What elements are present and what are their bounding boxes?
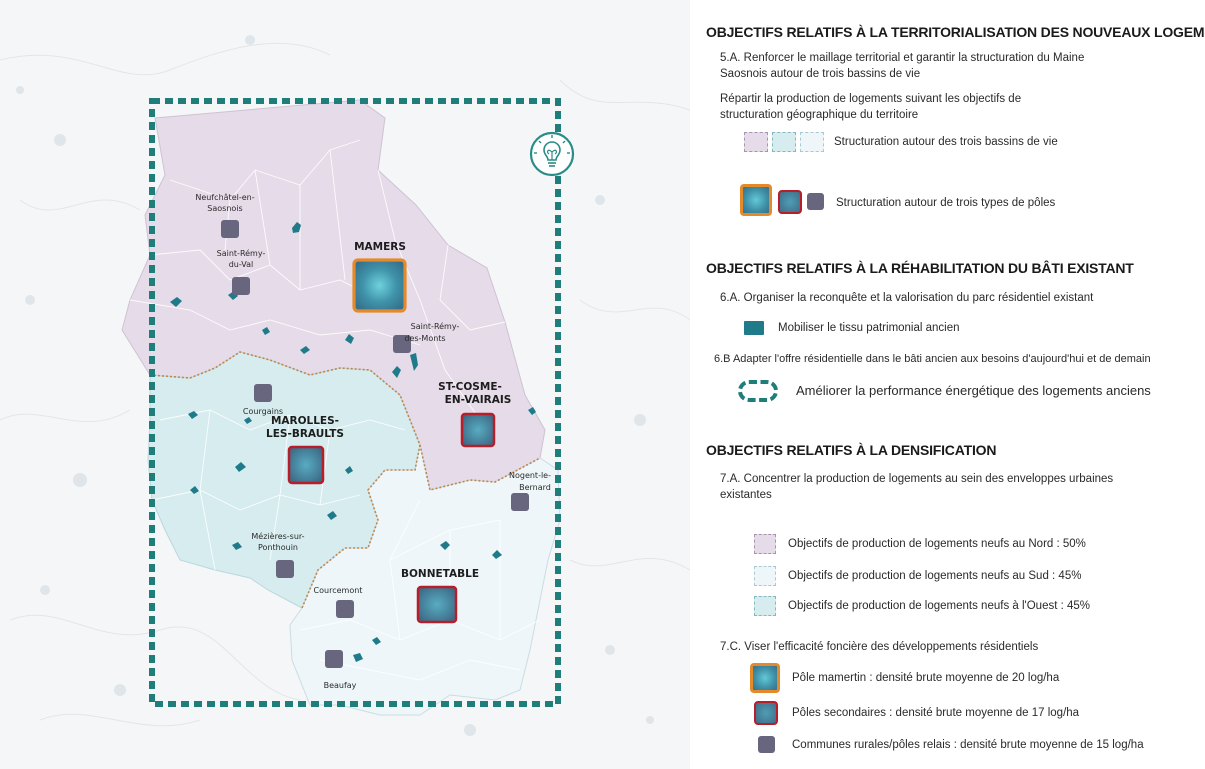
swatch-bassin-sud <box>800 132 824 152</box>
label-courcemont: Courcemont <box>314 586 363 595</box>
label-stremy-val-2: du-Val <box>229 260 254 269</box>
basin-border-sud <box>301 444 421 609</box>
swatch-energy-frame <box>738 380 778 402</box>
swatch-objectif-ouest <box>754 596 776 616</box>
swatch-pole-small <box>807 193 824 210</box>
territory-map: MAMERS ST-COSME- EN-VAIRAIS MAROLLES- LE… <box>0 35 690 736</box>
label-bonnetable: BONNETABLE <box>401 568 479 580</box>
section5-objective-line1: 5.A. Renforcer le maillage territorial e… <box>720 52 1085 64</box>
label-courgains: Courgains <box>243 407 283 416</box>
label-marolles-2: LES-BRAULTS <box>266 428 344 440</box>
pole-marolles-marker <box>287 445 325 485</box>
section5-text-line2: structuration géographique du territoire <box>720 109 919 121</box>
legend-panel: OBJECTIFS RELATIFS À LA TERRITORIALISATI… <box>706 20 1205 765</box>
legend-item-secondaires: Pôles secondaires : densité brute moyenn… <box>792 707 1080 719</box>
urban-fabric <box>170 222 536 662</box>
swatch-bassin-nord <box>744 132 768 152</box>
label-stremy-monts-1: Saint-Rémy- <box>411 321 460 331</box>
pole-bonnetable-marker <box>416 585 458 624</box>
section5-title: OBJECTIFS RELATIFS À LA TERRITORIALISATI… <box>706 24 1205 40</box>
swatch-pole-medium <box>778 190 802 214</box>
swatch-bassin-ouest <box>772 132 796 152</box>
label-mezieres-2: Ponthouin <box>258 543 298 552</box>
label-mamers: MAMERS <box>354 241 406 253</box>
section7-objective-a-line2: existantes <box>720 489 772 501</box>
label-neufchatel-2: Saosnois <box>207 204 242 213</box>
section6-objective-b: 6.B Adapter l'offre résidentielle dans l… <box>714 353 1151 365</box>
section5-objective-line2: Saosnois autour de trois bassins de vie <box>720 68 921 80</box>
legend-item-sud: Objectifs de production de logements neu… <box>788 570 1082 582</box>
label-stcosme-2: EN-VAIRAIS <box>445 394 512 406</box>
section7-objective-c: 7.C. Viser l'efficacité foncière des dév… <box>720 641 1039 653</box>
legend-item-patrimonial: Mobiliser le tissu patrimonial ancien <box>778 322 960 334</box>
label-stcosme-1: ST-COSME- <box>438 381 502 393</box>
legend-item-energie: Améliorer la performance énergétique des… <box>796 383 1151 398</box>
swatch-poles-secondaires <box>754 701 778 725</box>
legend-item-poles: Structuration autour de trois types de p… <box>836 197 1056 209</box>
legend-item-mamertin: Pôle mamertin : densité brute moyenne de… <box>792 672 1060 684</box>
label-stremy-monts-2: des-Monts <box>404 334 445 343</box>
label-beaufay: Beaufay <box>324 681 357 690</box>
outside-commune-lines <box>0 42 690 727</box>
label-marolles-1: MAROLLES- <box>271 415 339 427</box>
legend-item-ouest: Objectifs de production de logements neu… <box>788 600 1091 612</box>
communes-relais-markers <box>221 220 529 668</box>
label-mezieres-1: Mézières-sur- <box>251 531 304 541</box>
basin-border-nord <box>149 351 541 491</box>
legend-item-rurales: Communes rurales/pôles relais : densité … <box>792 739 1144 751</box>
legend-item-bassins: Structuration autour des trois bassins d… <box>834 136 1058 148</box>
pole-mamers-marker <box>352 258 407 313</box>
swatch-communes-rurales <box>758 736 775 753</box>
section7-title: OBJECTIFS RELATIFS À LA DENSIFICATION <box>706 442 997 458</box>
swatch-objectif-sud <box>754 566 776 586</box>
label-nogent-2: Bernard <box>519 483 551 492</box>
swatch-objectif-nord <box>754 534 776 554</box>
swatch-pole-mamertin <box>750 663 780 693</box>
section6-title: OBJECTIFS RELATIFS À LA RÉHABILITATION D… <box>706 260 1134 276</box>
label-neufchatel-1: Neufchâtel-en- <box>195 193 254 202</box>
energy-performance-frame <box>149 98 561 707</box>
section5-text-line1: Répartir la production de logements suiv… <box>720 93 1022 105</box>
label-nogent-1: Nogent-le- <box>509 471 551 480</box>
label-stremy-val-1: Saint-Rémy- <box>217 248 266 258</box>
map-labels: MAMERS ST-COSME- EN-VAIRAIS MAROLLES- LE… <box>195 193 551 690</box>
section7-objective-a-line1: 7.A. Concentrer la production de logemen… <box>720 473 1114 485</box>
outside-urban-spots <box>16 35 654 736</box>
swatch-patrimonial <box>744 321 764 335</box>
legend-item-nord: Objectifs de production de logements neu… <box>788 538 1086 550</box>
lightbulb-icon <box>529 131 575 177</box>
section6-objective-a: 6.A. Organiser la reconquête et la valor… <box>720 292 1094 304</box>
swatch-pole-big <box>740 184 772 216</box>
pole-stcosme-marker <box>460 412 496 448</box>
